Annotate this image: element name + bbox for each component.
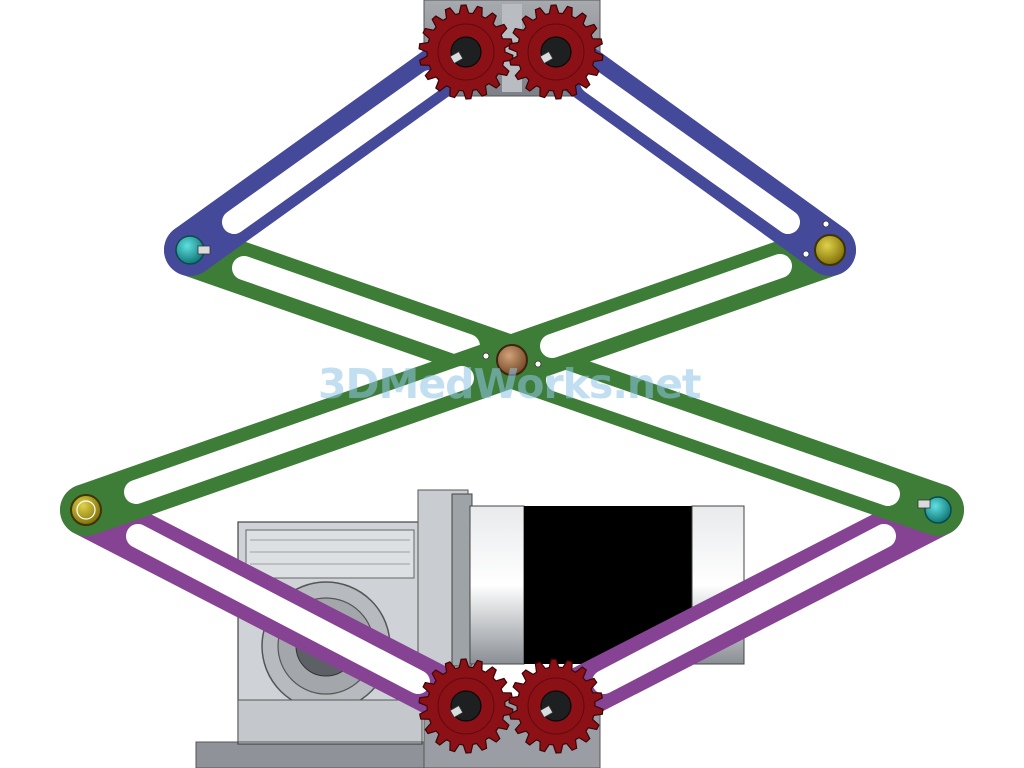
spur-gear-top-left: [418, 4, 514, 100]
lower-scissor-links: [60, 484, 964, 732]
pin-left-lower: [70, 494, 102, 526]
middle-scissor-links: [60, 224, 964, 536]
pin-center: [482, 344, 542, 376]
upper-scissor-links: [164, 26, 856, 276]
pin-right-lower: [917, 496, 952, 524]
spur-gears: [418, 4, 604, 754]
spur-gear-bottom-right: [508, 658, 604, 754]
spur-gear-bottom-left: [418, 658, 514, 754]
pin-right-upper: [802, 220, 846, 266]
pin-left-upper: [175, 235, 211, 265]
spur-gear-top-right: [508, 4, 604, 100]
stepper-motor: [451, 493, 745, 667]
